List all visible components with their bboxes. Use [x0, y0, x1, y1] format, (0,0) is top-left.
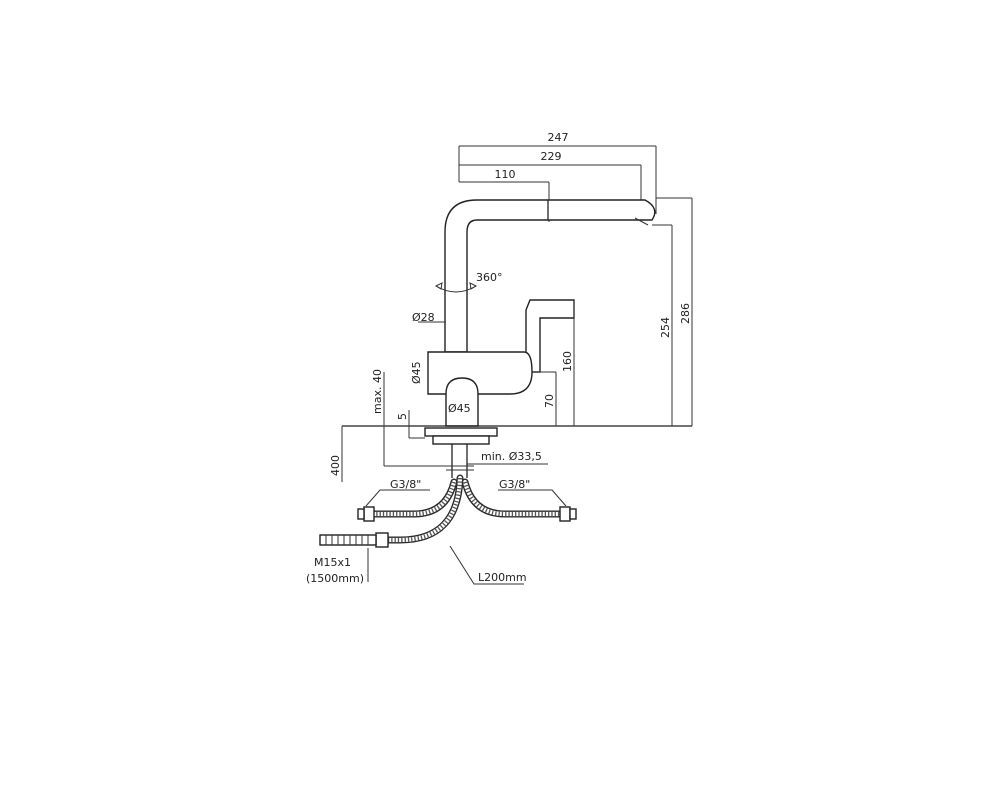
label-m15x1: M15x1 — [314, 556, 351, 569]
dim-247: 247 — [548, 131, 569, 144]
connector-right-g38 — [559, 506, 577, 522]
label-l200: L200mm — [478, 571, 527, 584]
dim-dia28: Ø28 — [412, 311, 435, 324]
rotation-360-label: 360° — [476, 271, 503, 284]
rotation-360-symbol: 360° — [434, 271, 503, 293]
hose-pullout — [380, 474, 464, 544]
hose-left — [369, 478, 458, 518]
connector-left-g38 — [357, 506, 375, 522]
hose-right — [461, 478, 564, 518]
label-m15-length: (1500mm) — [306, 572, 364, 585]
dim-min-dia33: min. Ø33,5 — [481, 450, 542, 463]
label-g38-left: G3/8" — [390, 478, 421, 491]
dim-max40: max. 40 — [371, 369, 384, 414]
dim-160: 160 — [561, 351, 574, 372]
dim-229: 229 — [541, 150, 562, 163]
dim-254: 254 — [659, 317, 672, 338]
dim-5: 5 — [396, 413, 409, 420]
dim-dia45-base: Ø45 — [448, 402, 471, 415]
dim-286: 286 — [679, 303, 692, 324]
dim-400: 400 — [329, 455, 342, 476]
connector-m15 — [319, 532, 389, 548]
dim-dia45-body: Ø45 — [410, 361, 423, 384]
dim-110: 110 — [495, 168, 516, 181]
faucet-body — [427, 351, 533, 427]
right-dimensions: 160 70 254 286 — [532, 197, 693, 426]
spout — [444, 199, 656, 353]
dim-70: 70 — [543, 394, 556, 408]
left-dimensions: max. 40 5 400 — [329, 369, 452, 482]
label-g38-right: G3/8" — [499, 478, 530, 491]
